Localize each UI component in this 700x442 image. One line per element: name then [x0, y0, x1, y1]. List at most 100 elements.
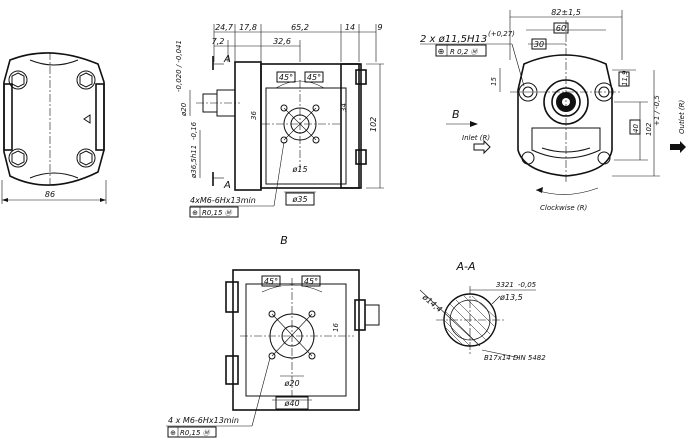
bolt-nut	[79, 150, 93, 166]
arrow-mark	[83, 114, 91, 124]
shaft-seal	[551, 87, 581, 117]
bolt-head	[597, 151, 611, 165]
leader-line	[491, 295, 501, 305]
dim-top2-2: 32,6	[273, 37, 291, 46]
rear-cover	[340, 63, 360, 189]
rotation-arc	[535, 187, 599, 195]
pump-body	[260, 63, 362, 189]
dim-pilot-tol: -0,16	[190, 121, 198, 140]
body-face	[245, 283, 347, 397]
bolt-circle-box	[275, 396, 309, 410]
thread-note: 4xM6-6Hx13min	[190, 196, 256, 205]
bolt-hole	[8, 148, 28, 168]
dim-shaft-tol: -0,020 / -0,041	[175, 40, 183, 92]
mounting-flange	[234, 61, 262, 191]
dim-bore: ø15	[291, 165, 307, 174]
dim-bolt-circle: ø40	[283, 399, 299, 408]
dim-top-3: 65,2	[291, 23, 309, 32]
tolerance-frame	[189, 206, 239, 218]
section-a-a: A-A ø14,4 ø13,5 3321 -0,05 B17x14 DIN 54…	[419, 260, 546, 362]
dim-30: 30	[534, 40, 544, 49]
basic-dim-box	[618, 71, 630, 87]
dim-d1: ø14,4	[420, 292, 444, 314]
outlet-arrow	[670, 141, 686, 153]
side-bolt	[225, 281, 239, 313]
mount-hole-inner	[522, 86, 534, 98]
position-symbol: ⊕	[438, 47, 445, 56]
basic-dim-box	[629, 119, 641, 135]
bolt-nut	[11, 72, 25, 88]
angle-arc	[261, 284, 323, 293]
lower-boss	[531, 127, 601, 159]
body-face	[265, 87, 347, 185]
angle-left-label: 45°	[264, 277, 278, 286]
thread-tolerance: R0,15 Ⓜ	[180, 429, 211, 437]
dim-15: 15	[490, 77, 498, 86]
dim-40: 40	[632, 124, 640, 133]
end-view-bottom-arc	[29, 172, 79, 179]
rotation-arrowhead	[536, 187, 543, 193]
pump-body	[232, 269, 360, 411]
thread-hole	[280, 104, 288, 112]
cover-bolt	[355, 69, 367, 85]
bolt-hole	[8, 70, 28, 90]
side-bolt	[225, 355, 239, 385]
leader-line	[511, 43, 525, 87]
dim-shaft: ø20	[180, 102, 188, 117]
outlet-label: Outlet (R)	[678, 99, 686, 134]
angle-left-label: 45°	[279, 73, 293, 82]
dim-102: 102	[645, 122, 653, 136]
hole-tolerance: R 0,2 Ⓜ	[450, 48, 478, 56]
dim-bore: ø20	[283, 379, 299, 388]
dim-34: 34	[340, 103, 348, 112]
shaft-housing	[354, 299, 366, 331]
thread-tolerance: R0,15 Ⓜ	[202, 209, 233, 217]
angle-box	[304, 71, 324, 83]
dim-offset: 16	[332, 323, 340, 332]
section-label-top: A	[223, 54, 231, 65]
position-symbol: ⊕	[170, 429, 176, 437]
tolerance-frame	[167, 426, 217, 438]
view-end-left: 86	[1, 52, 107, 204]
hole-tol: (+0,27)	[488, 30, 515, 38]
thread-hole	[312, 104, 320, 112]
angle-right-label: 45°	[304, 277, 318, 286]
dim-102: 102	[369, 117, 378, 132]
inlet-arrow	[473, 139, 491, 155]
angle-arc	[275, 80, 325, 89]
arrowhead	[100, 198, 106, 202]
thread-hole	[308, 352, 316, 360]
view-label-b: B	[452, 108, 460, 121]
shaft-center	[562, 98, 570, 106]
dim-top-1: 24,7	[215, 23, 234, 32]
angle-box	[301, 275, 321, 287]
dim-11-9: 11,9	[621, 70, 629, 86]
end-view-right-flange	[95, 83, 105, 151]
dim-length-tol: -0,05	[518, 281, 537, 289]
bolt-nut	[11, 150, 25, 166]
dim-102-tol: +1 / -0,5	[653, 95, 661, 126]
section-label: A-A	[455, 260, 475, 273]
angle-box	[261, 275, 281, 287]
hole-note: 2 x ø11,5H13	[420, 34, 487, 45]
basic-dim-box	[553, 22, 569, 34]
view-b-label: B	[280, 234, 288, 247]
dim-top2-1: 7,2	[212, 37, 225, 46]
dim-60: 60	[556, 24, 566, 33]
leader-line	[481, 349, 521, 359]
view-end-right: 2 x ø11,5H13 (+0,27) ⊕ R 0,2 Ⓜ 82±1,5 60…	[420, 8, 686, 212]
thread-hole	[268, 352, 276, 360]
angle-right-label: 45°	[307, 73, 321, 82]
thread-hole	[308, 310, 316, 318]
end-view-top-arc	[29, 59, 79, 66]
dim-top-2: 17,8	[239, 23, 257, 32]
thread-note: 4 x M6-6Hx13min	[168, 416, 239, 425]
thread-hole	[312, 136, 320, 144]
dim-width: 86	[45, 190, 55, 199]
inlet-label: Inlet (R)	[462, 134, 490, 142]
cover-bolt	[355, 149, 367, 165]
dim-pilot: ø36,5h11	[190, 145, 198, 179]
end-view-outline	[3, 52, 105, 186]
